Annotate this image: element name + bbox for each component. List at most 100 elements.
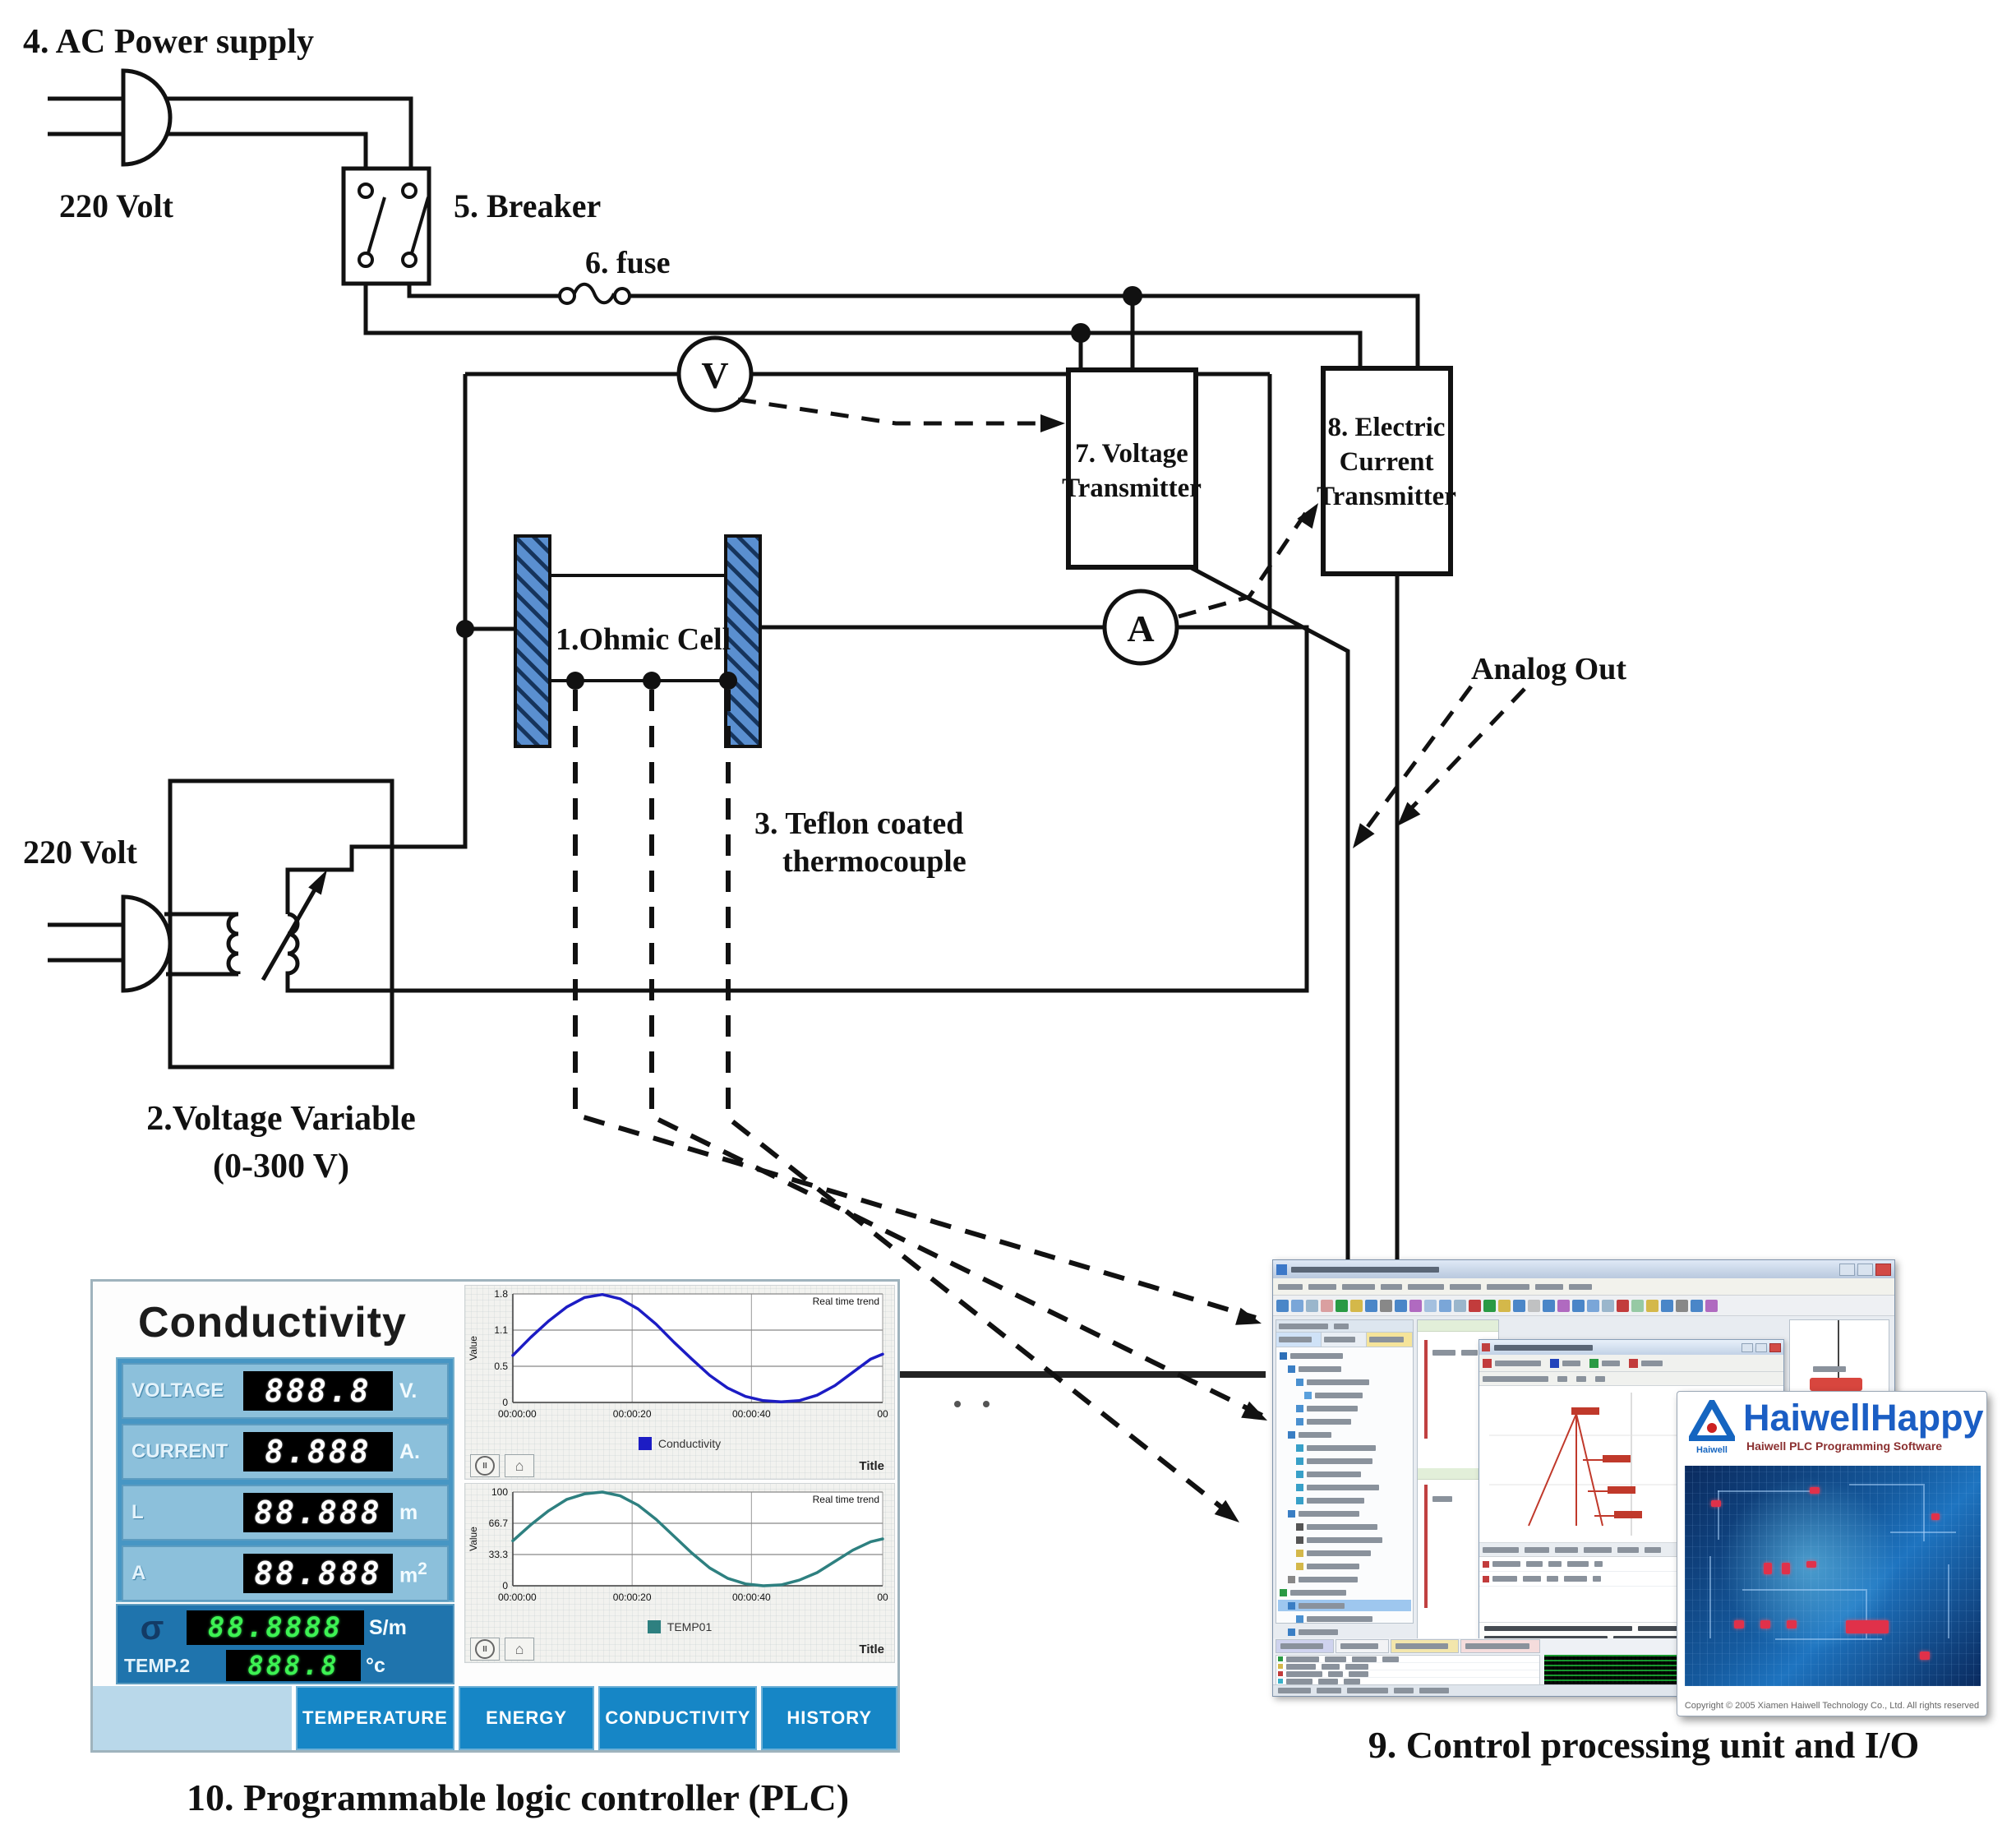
toolbar-icon[interactable]	[1498, 1299, 1511, 1312]
tree-item[interactable]	[1278, 1613, 1411, 1624]
toolbar-icon[interactable]	[1557, 1299, 1570, 1312]
toolbar-icon[interactable]	[1602, 1299, 1614, 1312]
tab-program[interactable]	[1367, 1333, 1413, 1347]
toolbar-icon[interactable]	[1705, 1299, 1718, 1312]
text-placeholder	[1564, 1576, 1587, 1582]
coil-element[interactable]	[1810, 1378, 1862, 1391]
energy-button[interactable]: ENERGY	[458, 1686, 595, 1750]
toolbar-icon[interactable]	[1587, 1299, 1599, 1312]
tree-item[interactable]	[1278, 1560, 1411, 1572]
child-subtoolbar[interactable]	[1479, 1372, 1783, 1386]
tree-item[interactable]	[1278, 1402, 1411, 1414]
table-row[interactable]	[1479, 1572, 1783, 1587]
tree-item[interactable]	[1278, 1626, 1411, 1638]
toolbar-icon[interactable]	[1572, 1299, 1585, 1312]
child-minimize-button[interactable]	[1742, 1342, 1753, 1352]
home-button[interactable]: ⌂	[505, 1454, 534, 1477]
child-close-button[interactable]	[1769, 1342, 1781, 1352]
toolbar-icon[interactable]	[1350, 1299, 1363, 1312]
tab-find[interactable]	[1336, 1639, 1389, 1653]
toolbar-icon[interactable]	[1661, 1299, 1673, 1312]
history-button[interactable]: HISTORY	[761, 1686, 898, 1750]
tab-message[interactable]	[1276, 1639, 1334, 1653]
breaker-box	[341, 166, 431, 286]
home-button[interactable]: ⌂	[505, 1638, 534, 1661]
child-toolbar[interactable]	[1479, 1355, 1783, 1372]
text-placeholder	[1307, 1379, 1369, 1385]
toolbar-icon[interactable]	[1483, 1299, 1496, 1312]
tree-item[interactable]	[1278, 1389, 1411, 1401]
tab-monitor[interactable]	[1391, 1639, 1459, 1653]
toolbar-icon[interactable]	[1365, 1299, 1377, 1312]
conductivity-button[interactable]: CONDUCTIVITY	[598, 1686, 758, 1750]
tree-item[interactable]	[1278, 1455, 1411, 1467]
tree-item[interactable]	[1278, 1547, 1411, 1559]
record-icon[interactable]	[1483, 1358, 1492, 1368]
text-placeholder	[1299, 1431, 1331, 1438]
toolbar-icon[interactable]	[1395, 1299, 1407, 1312]
tree-item-icon	[1288, 1365, 1295, 1373]
ide-toolbar[interactable]	[1273, 1296, 1894, 1316]
tree-item[interactable]	[1278, 1534, 1411, 1545]
toolbar-icon[interactable]	[1631, 1299, 1644, 1312]
tree-item[interactable]	[1278, 1600, 1411, 1611]
tree-item[interactable]	[1278, 1468, 1411, 1480]
toolbar-icon[interactable]	[1276, 1299, 1289, 1312]
area-label: A	[131, 1562, 146, 1584]
child-maximize-button[interactable]	[1755, 1342, 1767, 1352]
tree-item-icon	[1296, 1615, 1303, 1623]
svg-text:8. Electric: 8. Electric	[1328, 413, 1446, 442]
tree-item[interactable]	[1278, 1363, 1411, 1374]
ide-menubar[interactable]	[1273, 1278, 1894, 1296]
tree-item[interactable]	[1278, 1521, 1411, 1532]
tree-item[interactable]	[1278, 1481, 1411, 1493]
toolbar-icon[interactable]	[1380, 1299, 1392, 1312]
ide-titlebar[interactable]	[1273, 1260, 1894, 1278]
text-placeholder	[1307, 1615, 1372, 1622]
tree-item[interactable]	[1278, 1495, 1411, 1506]
toolbar-icon[interactable]	[1306, 1299, 1318, 1312]
tree-item[interactable]	[1278, 1350, 1411, 1361]
series-label-placeholder	[1602, 1360, 1620, 1366]
tab-instructions[interactable]	[1276, 1333, 1322, 1347]
maximize-button[interactable]	[1857, 1263, 1873, 1276]
minimize-button[interactable]	[1839, 1263, 1855, 1276]
tree-item[interactable]	[1278, 1508, 1411, 1519]
text-placeholder	[1290, 1589, 1346, 1596]
tree-item[interactable]	[1278, 1442, 1411, 1453]
temperature-button[interactable]: TEMPERATURE	[296, 1686, 454, 1750]
toolbar-icon[interactable]	[1424, 1299, 1437, 1312]
toolbar-icon[interactable]	[1469, 1299, 1481, 1312]
table-row[interactable]	[1479, 1557, 1783, 1572]
tree-item[interactable]	[1278, 1429, 1411, 1440]
toolbar-icon[interactable]	[1691, 1299, 1703, 1312]
tree-item[interactable]	[1278, 1573, 1411, 1585]
toolbar-icon[interactable]	[1321, 1299, 1333, 1312]
toolbar-icon[interactable]	[1291, 1299, 1303, 1312]
toolbar-icon[interactable]	[1617, 1299, 1629, 1312]
tab-status[interactable]	[1460, 1639, 1540, 1653]
tab-components[interactable]	[1322, 1333, 1367, 1347]
toolbar-icon[interactable]	[1513, 1299, 1525, 1312]
trend-footer-title: Title	[859, 1458, 884, 1473]
pause-button[interactable]: II	[470, 1454, 500, 1477]
toolbar-icon[interactable]	[1409, 1299, 1422, 1312]
toolbar-icon[interactable]	[1454, 1299, 1466, 1312]
toolbar-icon[interactable]	[1676, 1299, 1688, 1312]
tree-item[interactable]	[1278, 1376, 1411, 1388]
toolbar-icon[interactable]	[1439, 1299, 1451, 1312]
svg-text:1.1: 1.1	[494, 1324, 508, 1336]
close-button[interactable]	[1875, 1263, 1891, 1276]
toolbar-icon[interactable]	[1646, 1299, 1658, 1312]
svg-text:0: 0	[502, 1580, 508, 1592]
pause-button[interactable]: II	[470, 1638, 500, 1661]
toolbar-icon[interactable]	[1528, 1299, 1540, 1312]
tree-item[interactable]	[1278, 1416, 1411, 1427]
toolbar-icon[interactable]	[1336, 1299, 1348, 1312]
toolbar-icon[interactable]	[1543, 1299, 1555, 1312]
child-titlebar[interactable]	[1479, 1340, 1783, 1355]
tree-item[interactable]	[1278, 1587, 1411, 1598]
text-placeholder	[1523, 1576, 1541, 1582]
